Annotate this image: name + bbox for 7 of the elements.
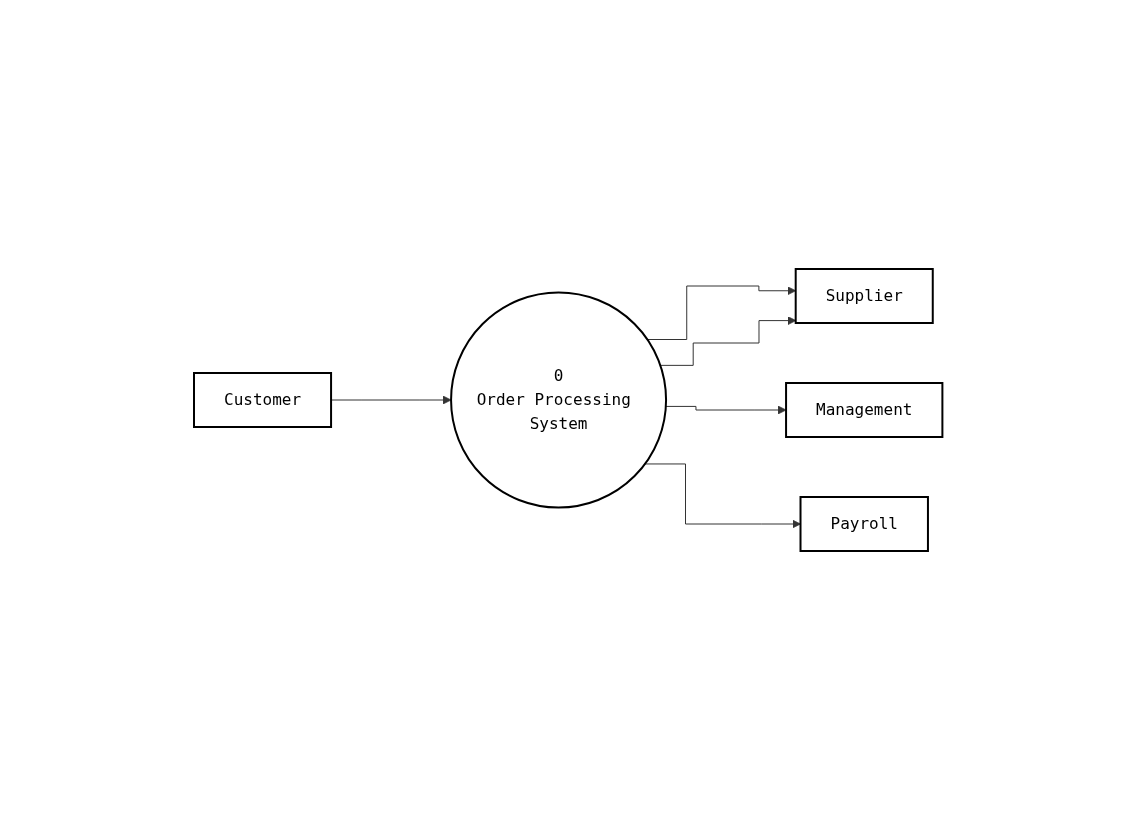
- node-box: Management: [785, 382, 944, 438]
- node-box: Supplier: [795, 268, 935, 324]
- arrow: [660, 316, 797, 366]
- arrow: [665, 405, 787, 415]
- node-box: Customer: [193, 372, 333, 428]
- node-circle: 0 Order Processing System: [450, 291, 668, 509]
- node-box: Payroll: [799, 496, 930, 552]
